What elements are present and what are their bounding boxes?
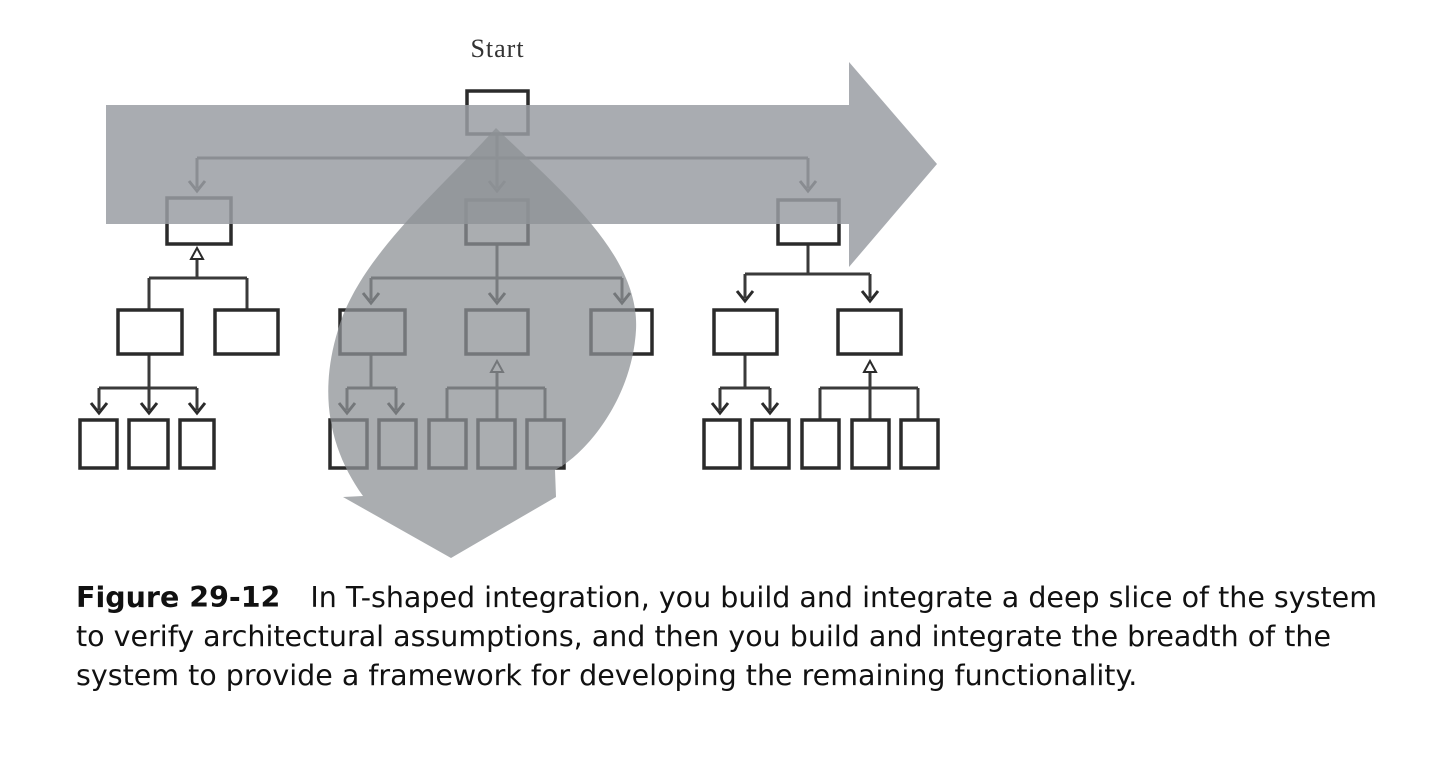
start-label: Start (470, 34, 525, 63)
depth-arrow (328, 128, 637, 558)
t-shaped-integration-diagram (78, 62, 940, 558)
caption-text: In T-shaped integration, you build and i… (76, 581, 1377, 692)
figure-label: Figure 29-12 (76, 581, 281, 614)
